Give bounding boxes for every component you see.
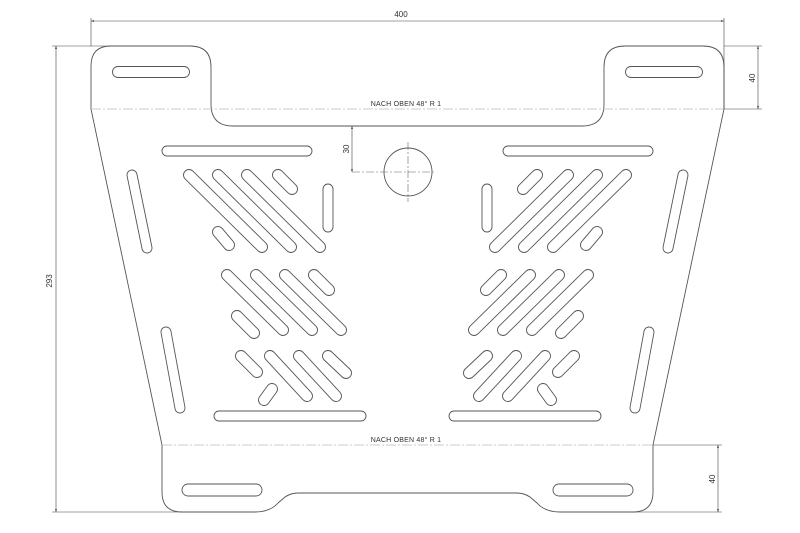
diagonal-slot xyxy=(463,350,493,379)
diagonal-slot xyxy=(221,269,289,336)
long-slot xyxy=(502,145,654,157)
diagonal-slot xyxy=(264,350,313,402)
vertical-slot xyxy=(322,183,334,233)
diagonal-slot xyxy=(518,169,603,253)
diagonal-slot xyxy=(497,269,565,336)
long-slot xyxy=(213,410,367,422)
diagonal-slot xyxy=(272,169,298,195)
diagonal-slot xyxy=(517,169,543,195)
side-slot xyxy=(160,326,186,414)
diagonal-slot xyxy=(293,350,342,402)
side-slot xyxy=(629,326,655,414)
dimension-height xyxy=(52,45,182,513)
diagonal-slot xyxy=(212,169,297,253)
oval-slot xyxy=(537,383,557,406)
diagonal-slot xyxy=(322,350,352,379)
diagonal-slot xyxy=(183,169,268,253)
diagonal-slot xyxy=(580,226,603,251)
bottom-tab-dimension-label: 40 xyxy=(708,474,717,483)
width-dimension-label: 400 xyxy=(394,10,408,19)
slot-pattern xyxy=(112,66,703,497)
diagonal-slot xyxy=(552,350,580,378)
diagonal-slot xyxy=(241,169,326,253)
diagonal-slot xyxy=(526,269,594,336)
diagonal-slot xyxy=(473,350,522,402)
vertical-slot xyxy=(481,183,493,233)
diagonal-slot xyxy=(212,226,235,251)
diagonal-slot xyxy=(480,269,507,296)
diagonal-slot xyxy=(502,350,551,402)
diagonal-slot xyxy=(279,269,347,336)
diagonal-slot xyxy=(489,169,574,253)
side-slot xyxy=(662,169,689,254)
bend-note-bottom: NACH OBEN 48° R 1 xyxy=(371,436,441,444)
tab-slot xyxy=(625,66,703,78)
diagonal-slot xyxy=(555,310,584,339)
oval-slot xyxy=(258,383,278,406)
height-dimension-label: 293 xyxy=(45,274,54,288)
dimension-width xyxy=(90,18,725,109)
bend-note-top: NACH OBEN 48° R 1 xyxy=(371,100,441,108)
diagonal-slot xyxy=(468,269,536,336)
diagonal-slot xyxy=(547,169,632,253)
long-slot xyxy=(448,410,602,422)
dimension-top-tab xyxy=(724,45,762,110)
diagonal-slot xyxy=(231,310,260,339)
tab-slot xyxy=(112,66,190,78)
diagonal-slot xyxy=(235,350,263,378)
long-slot xyxy=(161,145,313,157)
top-tab-dimension-label: 40 xyxy=(748,73,757,82)
tab-slot xyxy=(552,483,634,497)
dimension-bottom-tab xyxy=(633,444,722,513)
diagonal-slot xyxy=(250,269,318,336)
side-slot xyxy=(126,169,153,254)
hole-offset-dimension-label: 30 xyxy=(342,144,351,153)
tab-slot xyxy=(181,483,263,497)
